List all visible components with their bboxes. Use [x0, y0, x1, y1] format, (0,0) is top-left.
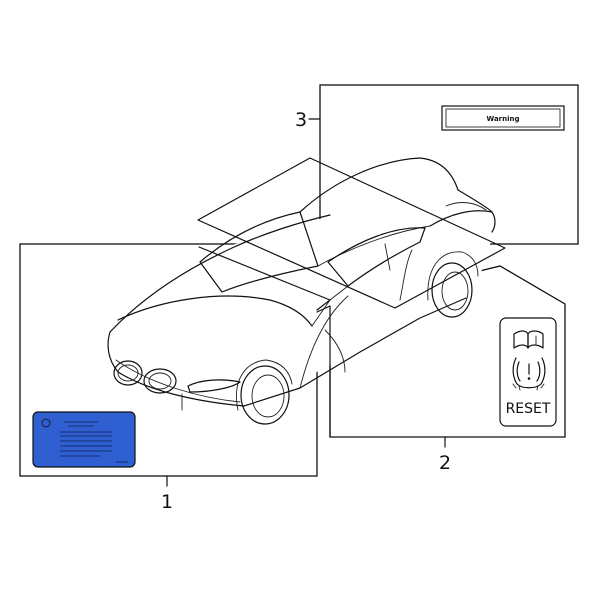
tpms-reset-label: RESET	[499, 317, 557, 427]
warning-label-text: Warning	[486, 115, 519, 123]
manual-book-icon	[513, 330, 544, 349]
label-outlines	[197, 157, 506, 438]
callout-3: 3	[295, 109, 321, 131]
callout-2: 2	[439, 436, 451, 474]
callout-3-number: 3	[295, 109, 307, 131]
car-outline	[107, 157, 498, 425]
warning-label: Warning	[441, 105, 565, 131]
tire-pressure-warning-icon	[512, 357, 546, 391]
rear-wheel	[427, 251, 479, 318]
info-label	[32, 411, 136, 468]
headlight	[187, 379, 241, 393]
callout-1-number: 1	[161, 491, 173, 513]
callout-2-number: 2	[439, 452, 451, 474]
front-wheel	[236, 359, 293, 425]
grille	[113, 360, 177, 394]
callout-1: 1	[161, 475, 173, 513]
reset-text: RESET	[506, 401, 551, 417]
